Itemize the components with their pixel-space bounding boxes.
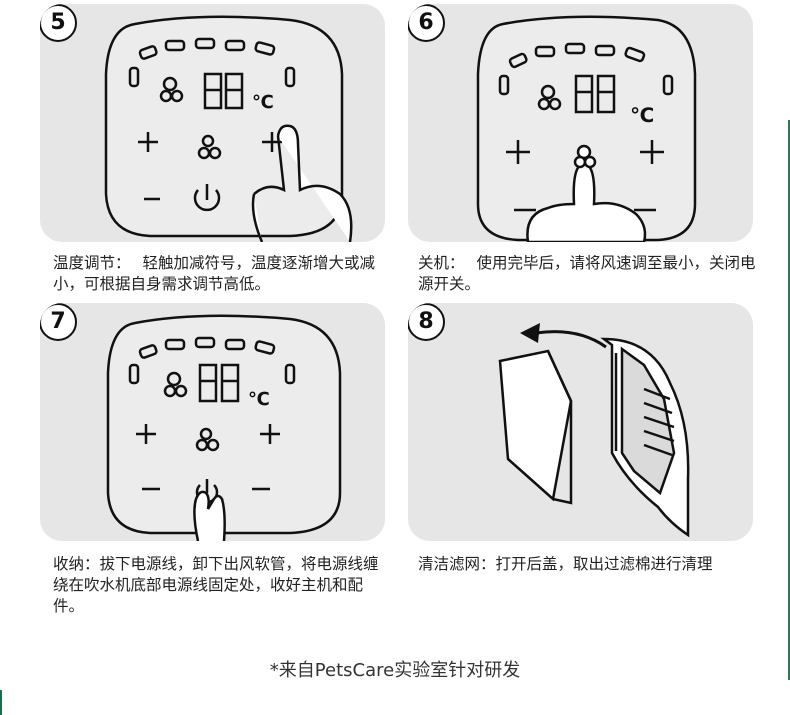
temperature-unit: ℃ [248, 389, 270, 410]
step-7-caption: 收纳：拔下电源线，卸下出风软管，将电源线缠绕在吹水机底部电源线固定处，收好主机和… [53, 554, 383, 617]
caption-title: 清洁滤网： [418, 555, 496, 573]
caption-title: 温度调节： [53, 254, 131, 272]
caption-text: 轻触加减符号，温度逐渐增大或减小，可根据自身需求调节高低。 [53, 254, 376, 293]
step-8-illustration: 8 [408, 303, 753, 541]
caption-text: 打开后盖，取出过滤棉进行清理 [495, 555, 713, 573]
step-number-badge: 7 [40, 303, 77, 341]
arrow-icon [520, 323, 540, 343]
caption-title: 收纳： [53, 555, 100, 573]
step-5-illustration: 5 ℃ [40, 4, 385, 242]
caption-text: 拔下电源线，卸下出风软管，将电源线缠绕在吹水机底部电源线固定处，收好主机和配件。 [53, 555, 379, 615]
temperature-unit: ℃ [630, 103, 654, 127]
control-panel-diagram: ℃ [104, 15, 353, 242]
step-6-caption: 关机：使用完毕后，请将风速调至最小，关闭电源开关。 [418, 253, 763, 295]
caption-title: 关机： [418, 254, 465, 272]
step-number-badge: 5 [40, 4, 77, 42]
step-8-caption: 清洁滤网：打开后盖，取出过滤棉进行清理 [418, 554, 753, 575]
control-panel-diagram: ℃ [106, 314, 342, 541]
control-panel-diagram: ℃ [476, 15, 697, 242]
edge-accent [788, 120, 790, 680]
source-footnote: *来自PetsCare实验室针对研发 [269, 660, 521, 681]
step-number-badge: 6 [408, 4, 445, 42]
step-5-caption: 温度调节：轻触加减符号，温度逐渐增大或减小，可根据自身需求调节高低。 [53, 253, 398, 295]
caption-text: 使用完毕后，请将风速调至最小，关闭电源开关。 [418, 254, 756, 293]
filter-diagram [498, 323, 690, 538]
step-6-illustration: 6 ℃ [408, 4, 753, 242]
step-7-illustration: 7 ℃ [40, 303, 385, 541]
temperature-unit: ℃ [252, 92, 274, 113]
edge-accent [0, 690, 2, 715]
step-number-badge: 8 [408, 303, 445, 341]
